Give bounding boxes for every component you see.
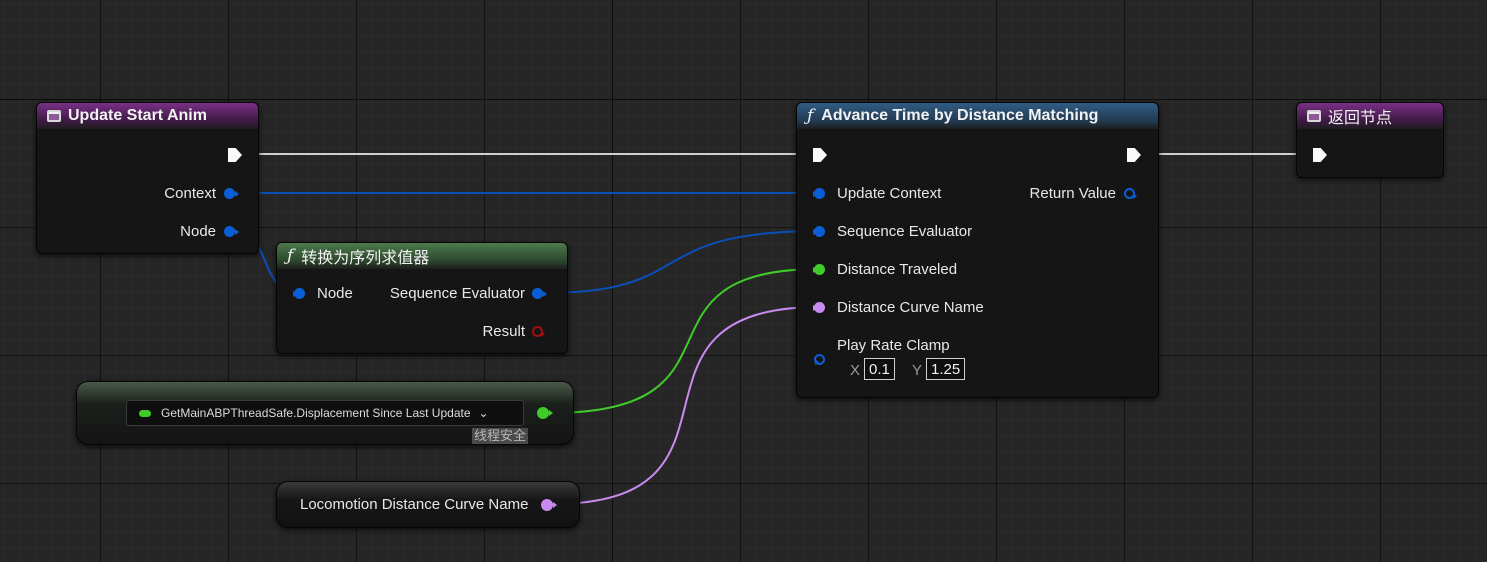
convert-sequence-evaluator-header[interactable]: ƒ 转换为序列求值器 [277, 243, 567, 269]
exec-out-pin[interactable] [1127, 148, 1141, 162]
context-pin-label: Context [164, 185, 216, 202]
exec-out-pin[interactable] [228, 148, 242, 162]
node-input-pin[interactable] [293, 288, 305, 299]
distance-curve-name-wire [551, 306, 821, 505]
update-start-anim-header[interactable]: Update Start Anim [37, 103, 258, 129]
return-node[interactable]: 返回节点 [1296, 102, 1444, 178]
update-context-label: Update Context [837, 185, 942, 202]
displacement-getter-node[interactable]: GetMainABPThreadSafe.Displacement Since … [76, 381, 574, 445]
convert-sequence-evaluator-title: 转换为序列求值器 [301, 250, 430, 267]
curve-name-variable-label: Locomotion Distance Curve Name [300, 496, 529, 513]
function-icon: ƒ [287, 246, 294, 266]
thread-safe-tag: 线程安全 [472, 428, 529, 444]
play-rate-clamp-y-input[interactable]: 1.25 [926, 358, 966, 380]
sequence-evaluator-output-label: Sequence Evaluator [389, 285, 525, 302]
play-rate-clamp-x-label: X [850, 362, 861, 379]
displacement-output-pin[interactable] [537, 407, 553, 419]
update-start-anim-node[interactable]: Update Start Anim Context Node [36, 102, 259, 254]
property-access-value: GetMainABPThreadSafe.Displacement Since … [161, 406, 471, 420]
advance-time-node[interactable]: ƒ Advance Time by Distance Matching Upda… [796, 102, 1159, 398]
distance-curve-name-label: Distance Curve Name [837, 299, 984, 316]
float-type-icon [139, 409, 151, 417]
advance-time-header[interactable]: ƒ Advance Time by Distance Matching [797, 103, 1158, 129]
return-value-pin[interactable] [1124, 188, 1137, 199]
function-icon: ƒ [807, 106, 814, 126]
play-rate-clamp-pin[interactable] [814, 354, 825, 365]
play-rate-clamp-label: Play Rate Clamp [837, 337, 950, 354]
return-value-label: Return Value [1029, 185, 1116, 202]
distance-traveled-wire [549, 268, 821, 414]
sequence-evaluator-input-pin[interactable] [813, 226, 825, 237]
chevron-down-icon: ⌄ [478, 406, 489, 420]
distance-curve-name-pin[interactable] [813, 302, 825, 313]
advance-time-title: Advance Time by Distance Matching [821, 107, 1099, 124]
property-access-dropdown[interactable]: GetMainABPThreadSafe.Displacement Since … [126, 400, 524, 426]
return-node-header[interactable]: 返回节点 [1297, 103, 1443, 129]
result-pin[interactable] [532, 326, 545, 337]
sequence-evaluator-output-pin[interactable] [532, 288, 547, 299]
event-icon [1307, 110, 1321, 122]
convert-sequence-evaluator-node[interactable]: ƒ 转换为序列求值器 Node Sequence Evaluator Resul… [276, 242, 568, 354]
node-pin[interactable] [224, 226, 239, 237]
curve-name-output-pin[interactable] [541, 499, 557, 511]
sequence-evaluator-input-label: Sequence Evaluator [837, 223, 973, 240]
distance-traveled-pin[interactable] [813, 264, 825, 275]
exec-in-pin[interactable] [813, 148, 827, 162]
return-node-title: 返回节点 [1328, 110, 1393, 127]
context-pin[interactable] [224, 188, 239, 199]
node-input-label: Node [317, 285, 353, 302]
distance-traveled-label: Distance Traveled [837, 261, 958, 278]
update-start-anim-title: Update Start Anim [68, 107, 207, 124]
event-icon [47, 110, 61, 122]
curve-name-variable-node[interactable]: Locomotion Distance Curve Name [276, 481, 580, 528]
update-context-pin[interactable] [813, 188, 825, 199]
play-rate-clamp-y-label: Y [912, 362, 923, 379]
result-label: Result [482, 323, 525, 340]
node-pin-label: Node [180, 223, 216, 240]
play-rate-clamp-x-input[interactable]: 0.1 [864, 358, 895, 380]
exec-in-pin[interactable] [1313, 148, 1327, 162]
sequence-evaluator-wire [543, 230, 821, 294]
